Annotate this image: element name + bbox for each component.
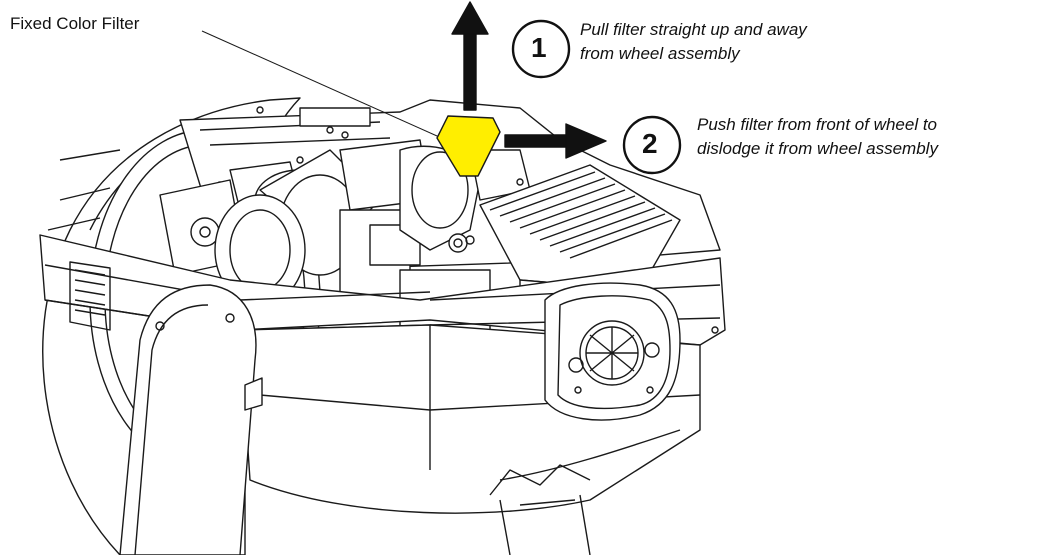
end-cap (544, 282, 681, 421)
step-2-number: 2 (642, 128, 658, 159)
yoke-arm (119, 284, 263, 555)
step-1-text-line2: from wheel assembly (580, 44, 740, 63)
step-2-text-line1: Push filter from front of wheel to (697, 115, 937, 134)
step-1-text-line1: Pull filter straight up and away (580, 20, 807, 39)
fixed-color-filter (436, 115, 501, 177)
step-1-circle (511, 19, 571, 79)
callout-leader-line (201, 30, 447, 141)
arrow-up-icon (451, 1, 489, 111)
base-plate (499, 494, 591, 555)
step-1-number: 1 (531, 32, 547, 63)
step-2-circle (622, 115, 682, 175)
callout-label: Fixed Color Filter (10, 14, 140, 33)
arrow-right-icon (504, 123, 607, 159)
step-2-text-line2: dislodge it from wheel assembly (697, 139, 938, 158)
internal-modules (159, 139, 531, 331)
